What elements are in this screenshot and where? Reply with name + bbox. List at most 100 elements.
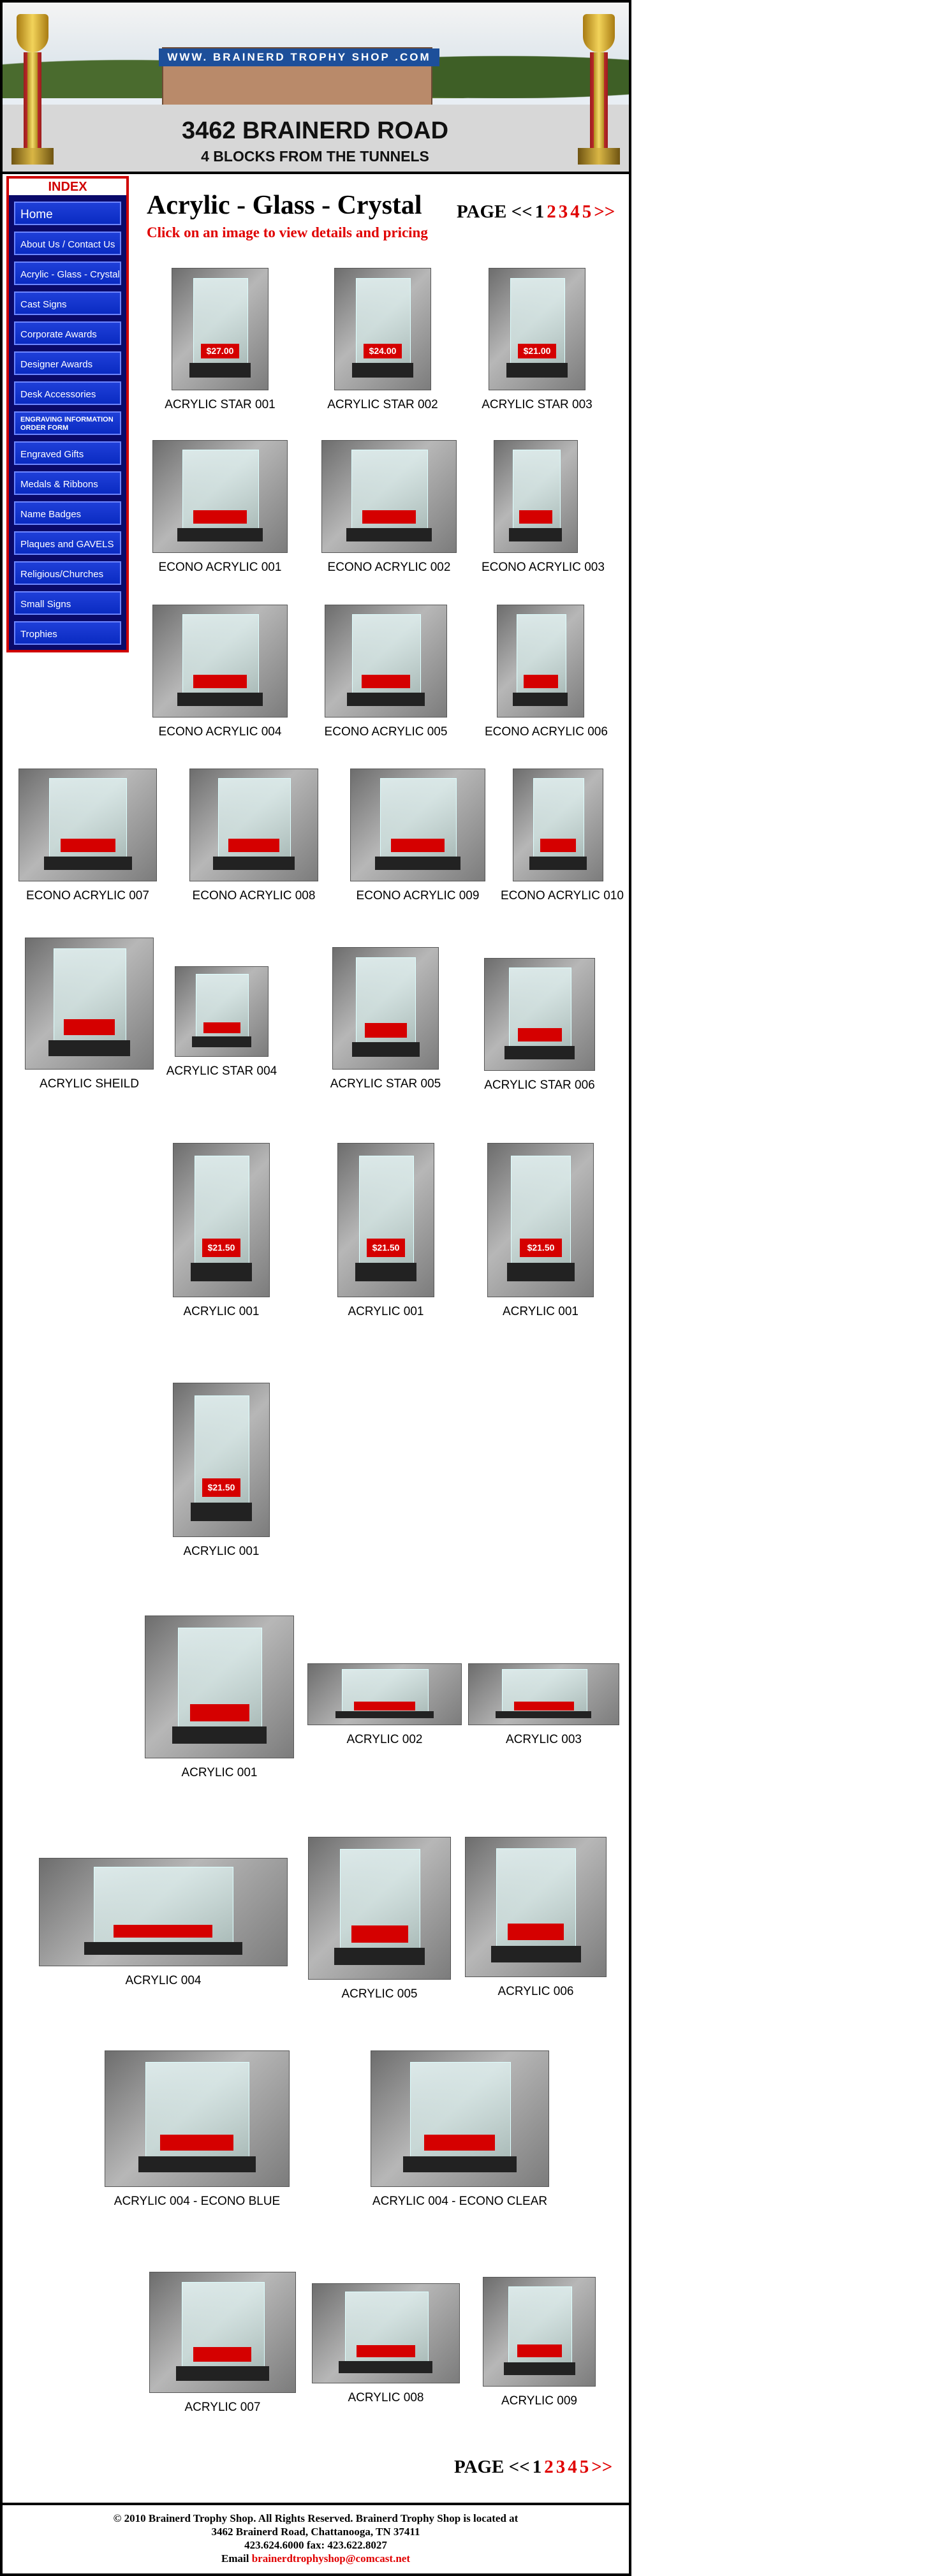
product-image[interactable] <box>149 2272 296 2393</box>
product-item[interactable]: ECONO ACRYLIC 006 <box>485 605 608 739</box>
product-label[interactable]: ACRYLIC STAR 006 <box>484 1078 595 1092</box>
product-item[interactable]: ECONO ACRYLIC 003 <box>482 440 605 575</box>
sidebar-item-medals[interactable]: Medals & Ribbons <box>14 471 121 495</box>
product-label[interactable]: ECONO ACRYLIC 009 <box>356 889 480 902</box>
pager-page-5[interactable]: 5 <box>582 202 592 222</box>
product-item[interactable]: ACRYLIC STAR 005 <box>320 947 451 1091</box>
product-label[interactable]: ECONO ACRYLIC 001 <box>158 561 282 574</box>
sidebar-item-small-signs[interactable]: Small Signs <box>14 591 121 615</box>
product-image[interactable] <box>105 2050 290 2187</box>
sidebar-item-home[interactable]: Home <box>14 202 121 225</box>
product-label[interactable]: ACRYLIC STAR 001 <box>165 398 276 411</box>
sidebar-item-engraving-info[interactable]: ENGRAVING INFORMATION ORDER FORM <box>14 411 121 435</box>
product-label[interactable]: ACRYLIC 004 - ECONO CLEAR <box>372 2195 548 2208</box>
product-image[interactable] <box>18 769 157 881</box>
sidebar-item-designer[interactable]: Designer Awards <box>14 351 121 375</box>
product-label[interactable]: ECONO ACRYLIC 002 <box>327 561 451 574</box>
sidebar-item-religious[interactable]: Religious/Churches <box>14 561 121 585</box>
product-image[interactable] <box>494 440 578 553</box>
product-image[interactable] <box>152 605 288 718</box>
product-image[interactable]: $21.00 <box>489 268 585 390</box>
product-label[interactable]: ACRYLIC 009 <box>501 2394 577 2408</box>
pager-prefix[interactable]: PAGE << <box>454 2457 530 2477</box>
product-item[interactable]: ACRYLIC SHEILD <box>13 938 166 1091</box>
sidebar-item-plaques[interactable]: Plaques and GAVELS <box>14 531 121 555</box>
product-item[interactable]: ECONO ACRYLIC 007 <box>6 769 169 903</box>
product-image[interactable]: $21.50 <box>337 1143 434 1297</box>
product-label[interactable]: ACRYLIC STAR 002 <box>327 398 438 411</box>
product-image[interactable] <box>145 1616 294 1758</box>
pager-page-3[interactable]: 3 <box>558 202 568 222</box>
product-label[interactable]: ECONO ACRYLIC 003 <box>482 561 605 574</box>
product-label[interactable]: ECONO ACRYLIC 007 <box>26 889 149 902</box>
product-image[interactable]: $27.00 <box>172 268 269 390</box>
product-image[interactable] <box>308 1837 451 1980</box>
product-label[interactable]: ACRYLIC 001 <box>503 1305 578 1318</box>
product-item[interactable]: ACRYLIC 002 <box>295 1663 474 1747</box>
sidebar-item-name-badges[interactable]: Name Badges <box>14 501 121 525</box>
sidebar-item-engraved-gifts[interactable]: Engraved Gifts <box>14 441 121 465</box>
product-label[interactable]: ACRYLIC 002 <box>346 1733 423 1746</box>
product-label[interactable]: ACRYLIC 001 <box>348 1305 424 1318</box>
sidebar-item-corporate[interactable]: Corporate Awards <box>14 321 121 345</box>
footer-email-link[interactable]: brainerdtrophyshop@comcast.net <box>251 2552 410 2565</box>
product-item[interactable]: ECONO ACRYLIC 005 <box>313 605 459 739</box>
product-label[interactable]: ECONO ACRYLIC 006 <box>485 725 608 739</box>
product-item[interactable]: ACRYLIC 004 - ECONO BLUE <box>92 2050 302 2209</box>
product-item[interactable]: ACRYLIC 006 <box>453 1837 619 1999</box>
product-item[interactable]: ACRYLIC 005 <box>296 1837 463 2001</box>
product-label[interactable]: ACRYLIC 004 - ECONO BLUE <box>114 2195 281 2208</box>
sidebar-item-about[interactable]: About Us / Contact Us <box>14 232 121 255</box>
product-item[interactable]: ECONO ACRYLIC 004 <box>140 605 300 739</box>
product-label[interactable]: ACRYLIC 005 <box>341 1987 418 2001</box>
product-label[interactable]: ACRYLIC STAR 005 <box>330 1077 441 1091</box>
product-item[interactable]: ACRYLIC STAR 004 <box>163 966 281 1078</box>
product-item[interactable]: ACRYLIC 001 <box>133 1616 306 1780</box>
product-label[interactable]: ACRYLIC 001 <box>183 1545 260 1558</box>
product-item[interactable]: ECONO ACRYLIC 010 <box>501 769 624 903</box>
product-label[interactable]: ACRYLIC STAR 004 <box>166 1064 277 1078</box>
product-label[interactable]: ACRYLIC 001 <box>183 1305 260 1318</box>
product-label[interactable]: ECONO ACRYLIC 005 <box>324 725 448 739</box>
product-image[interactable] <box>321 440 457 553</box>
product-image[interactable]: $24.00 <box>334 268 431 390</box>
product-image[interactable] <box>152 440 288 553</box>
product-item[interactable]: ECONO ACRYLIC 009 <box>338 769 497 903</box>
sidebar-item-cast-signs[interactable]: Cast Signs <box>14 291 121 315</box>
product-item[interactable]: ECONO ACRYLIC 001 <box>140 440 300 575</box>
product-label[interactable]: ECONO ACRYLIC 008 <box>192 889 316 902</box>
product-image[interactable] <box>484 958 595 1071</box>
pager-page-2[interactable]: 2 <box>547 202 556 222</box>
product-image[interactable] <box>39 1858 288 1966</box>
product-label[interactable]: ACRYLIC 004 <box>125 1974 202 1987</box>
product-item[interactable]: ACRYLIC 009 <box>471 2277 608 2408</box>
sidebar-item-desk[interactable]: Desk Accessories <box>14 381 121 405</box>
product-label[interactable]: ACRYLIC 006 <box>497 1985 574 1998</box>
product-label[interactable]: ACRYLIC STAR 003 <box>482 398 593 411</box>
product-image[interactable] <box>497 605 584 718</box>
product-image[interactable] <box>307 1663 462 1725</box>
product-image[interactable] <box>312 2283 460 2383</box>
product-label[interactable]: ECONO ACRYLIC 004 <box>158 725 282 739</box>
product-label[interactable]: ACRYLIC 008 <box>348 2391 424 2404</box>
pager-prefix[interactable]: PAGE << <box>457 202 533 222</box>
product-item[interactable]: ACRYLIC 003 <box>456 1663 631 1747</box>
product-label[interactable]: ACRYLIC 001 <box>181 1766 258 1779</box>
product-image[interactable] <box>325 605 447 718</box>
product-item[interactable]: ACRYLIC 007 <box>137 2272 308 2415</box>
sidebar-item-acrylic[interactable]: Acrylic - Glass - Crystal <box>14 261 121 285</box>
product-item[interactable]: ACRYLIC STAR 006 <box>472 958 607 1093</box>
product-image[interactable] <box>25 938 154 1070</box>
product-image[interactable] <box>189 769 318 881</box>
pager-next[interactable]: >> <box>594 202 615 222</box>
pager-page-3[interactable]: 3 <box>556 2457 566 2477</box>
product-image[interactable] <box>175 966 269 1057</box>
pager-page-2[interactable]: 2 <box>544 2457 554 2477</box>
product-image[interactable] <box>465 1837 607 1977</box>
